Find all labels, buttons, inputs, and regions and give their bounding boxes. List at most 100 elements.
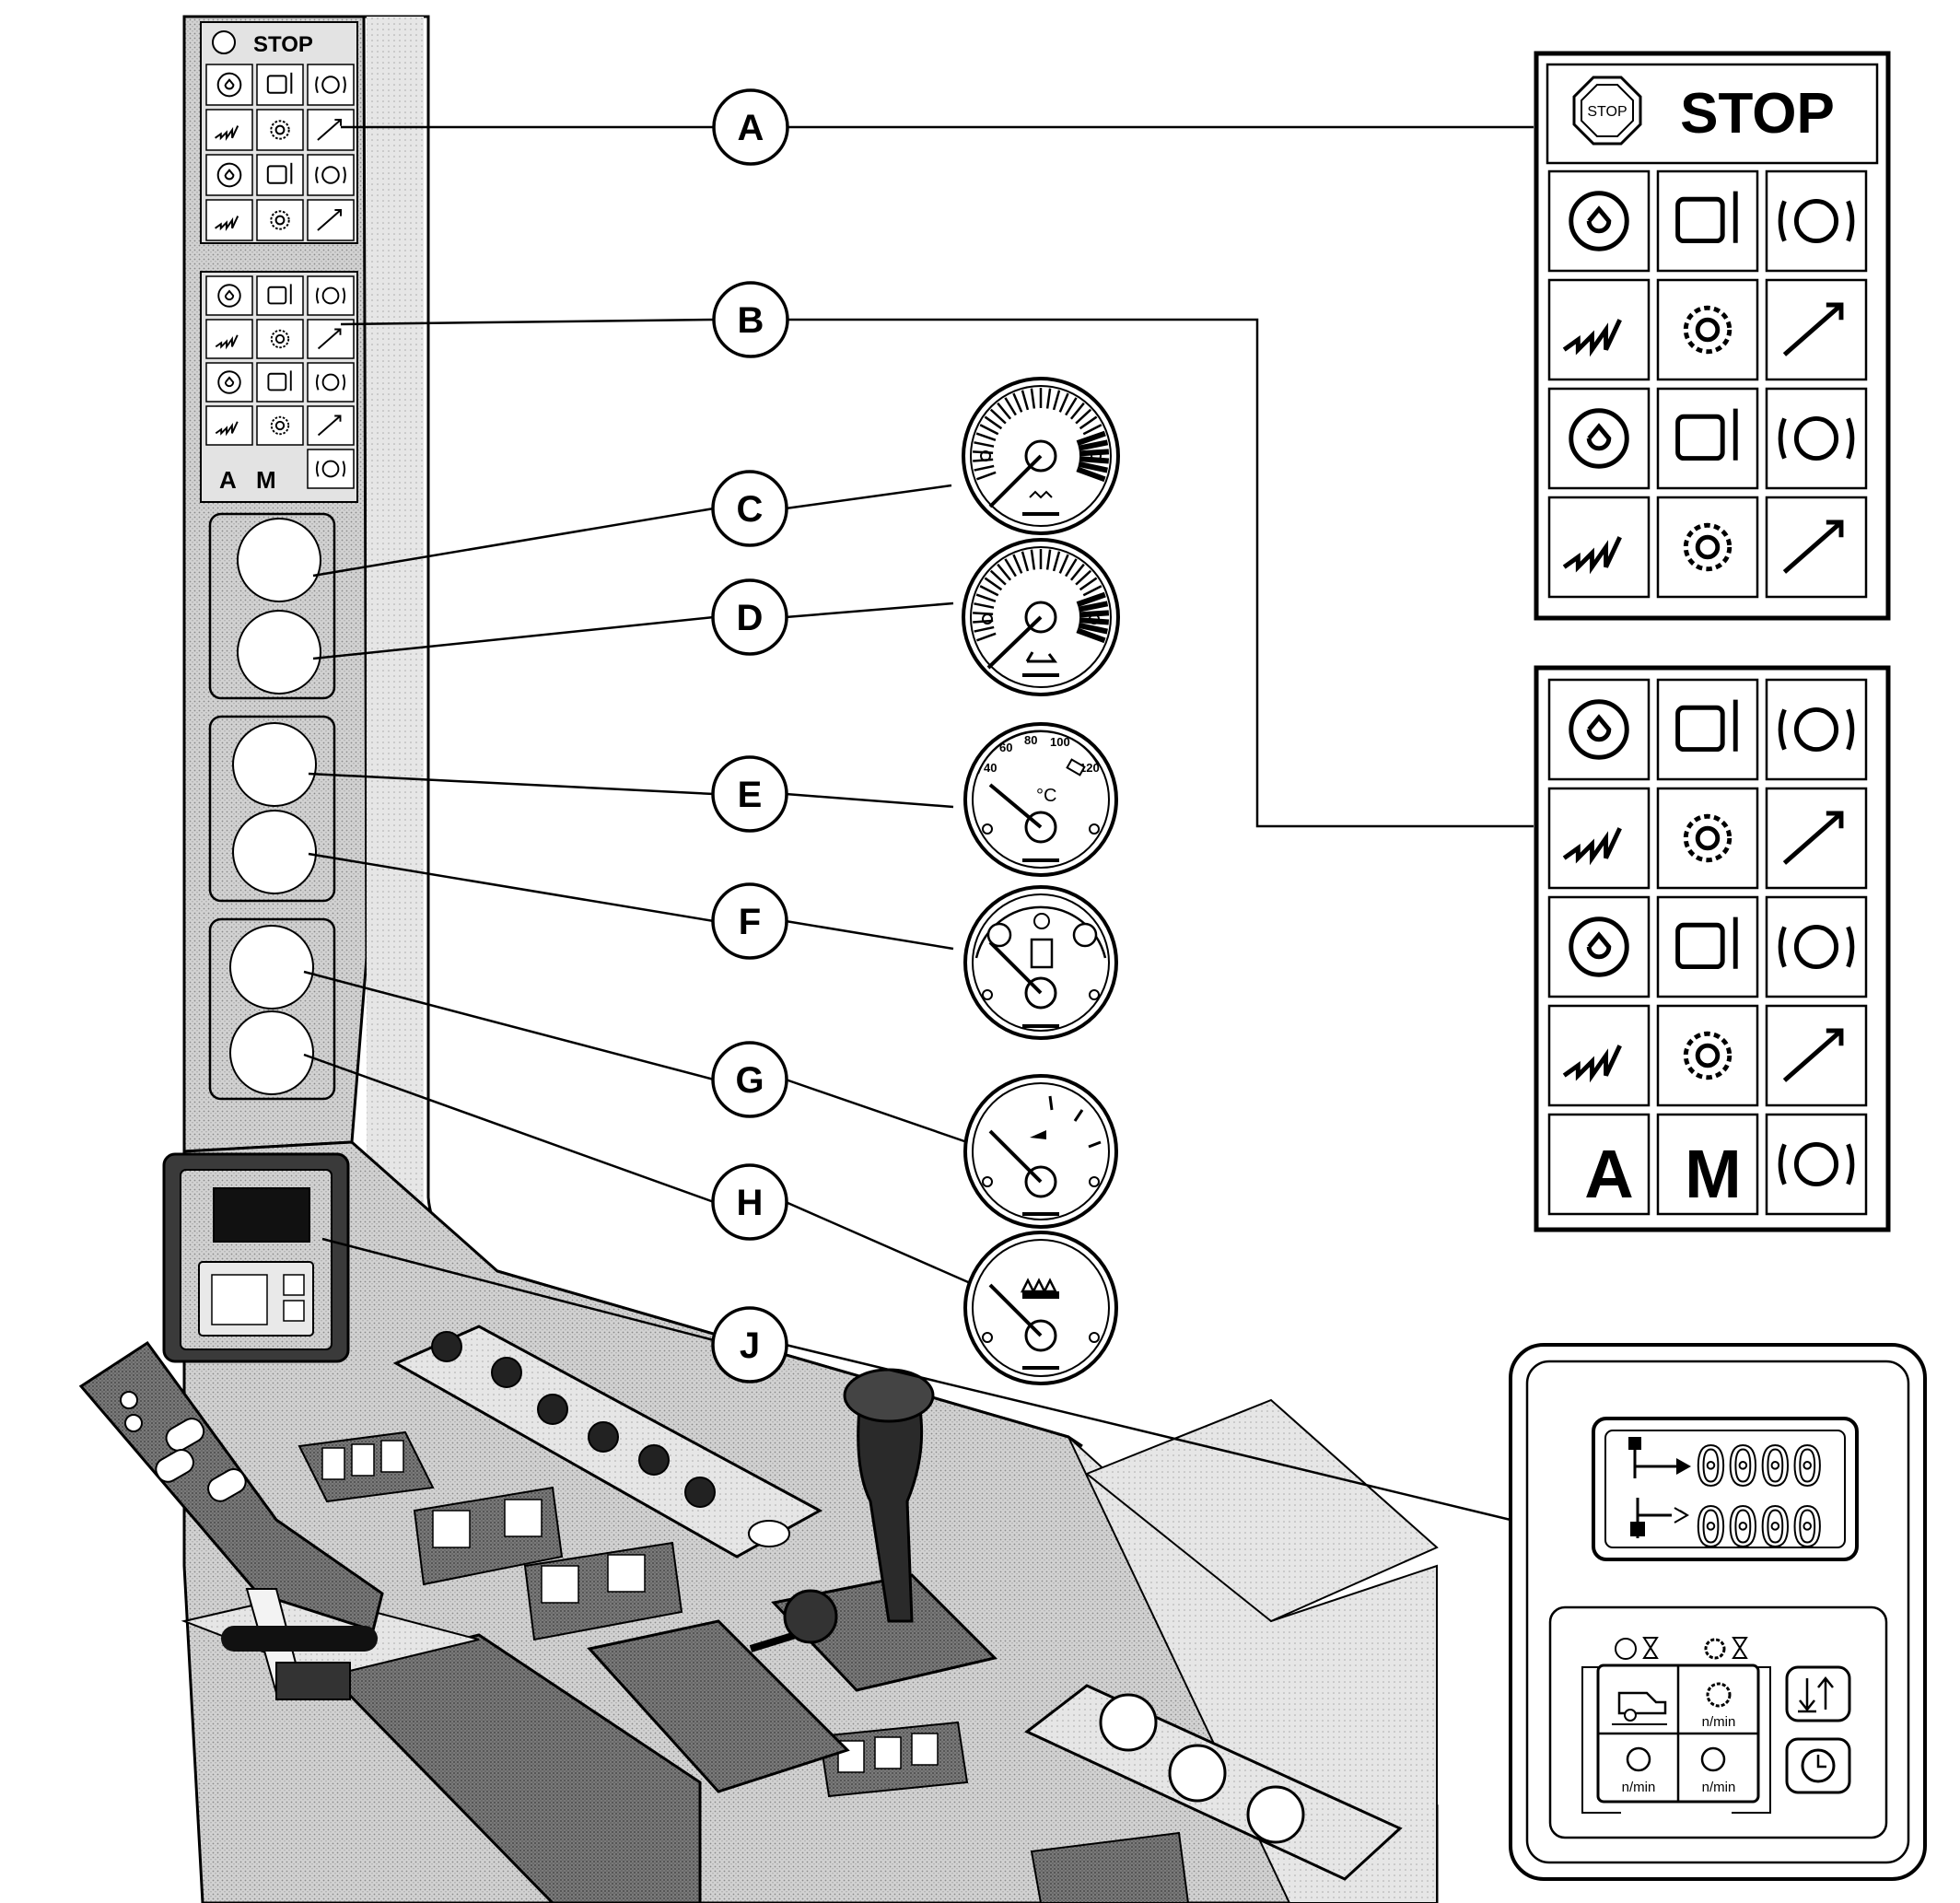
column-gauge-pod-cd — [208, 512, 336, 700]
panel-b-letter-a: A — [1584, 1136, 1633, 1212]
automatic-mode-icon — [1547, 1113, 1651, 1216]
leader-lines — [303, 125, 1534, 1522]
multifunction-lever — [78, 1340, 384, 1701]
header-drive-icon — [256, 199, 304, 241]
monitor-display-top: 0000 — [1695, 1435, 1824, 1498]
warning-panel-a: STOP STOP — [1534, 51, 1891, 621]
callout-g-label: G — [735, 1060, 764, 1101]
return-auger-icon — [307, 154, 355, 196]
hour-meter-key[interactable] — [1785, 1737, 1851, 1794]
gauge-e-tick-40: 40 — [984, 761, 997, 775]
rocker-switch-group-1 — [298, 1430, 435, 1503]
knob-panel — [1024, 1684, 1403, 1881]
fuel-level-icon — [205, 275, 253, 316]
fan-icon — [1025, 651, 1057, 663]
fan-icon-small — [1700, 1746, 1726, 1772]
air-filter-icon — [256, 275, 304, 316]
callout-b: B — [712, 281, 789, 358]
callout-e-label: E — [738, 775, 763, 815]
battery-charge-icon — [307, 319, 355, 359]
parking-brake-icon — [1765, 169, 1868, 273]
column-gauge-pod-gh — [208, 917, 336, 1101]
straw-walker-icon — [307, 109, 355, 151]
elevator-icon — [256, 154, 304, 196]
ground-speed-key[interactable] — [1612, 1691, 1667, 1725]
sieve-chaff-icon — [1547, 387, 1651, 490]
stop-sign-text: STOP — [1587, 104, 1627, 120]
unloading-tube-out-icon — [1547, 1004, 1651, 1107]
drum-icon — [1706, 1682, 1732, 1708]
callout-h: H — [711, 1163, 788, 1241]
engine-speed-key[interactable]: n/min — [1622, 1746, 1656, 1795]
callout-h-label: H — [737, 1183, 764, 1223]
brake-fluid-icon — [1547, 278, 1651, 381]
rocker-switch-group-4 — [818, 1721, 969, 1798]
callout-a: A — [712, 88, 789, 166]
gearbox-oil-temperature-icon — [256, 109, 304, 151]
cab-console-drawing: STOP A M — [78, 15, 1439, 1903]
operator-seat-icon — [1765, 1113, 1868, 1216]
hydraulic-oil-icon — [205, 319, 253, 359]
hydraulic-filter-icon — [256, 319, 304, 359]
air-filter-temperature-icon — [307, 275, 355, 316]
engine-oil-pressure-icon — [1547, 169, 1651, 273]
monitor-j-detail: 0000 0000 n/min — [1509, 1343, 1927, 1881]
engine-icon — [1626, 1746, 1651, 1772]
rocker-switch-group-2 — [413, 1486, 564, 1586]
combine-header-icon — [1656, 1004, 1759, 1107]
rocker-switch-group-3 — [523, 1541, 683, 1641]
gauge-h-transmission-temperature — [963, 1231, 1118, 1385]
straw-walker-icon — [1765, 278, 1868, 381]
gauge-c — [962, 377, 1120, 535]
callout-j: J — [711, 1306, 788, 1383]
travel-arrow-icon — [1676, 1458, 1691, 1475]
callout-c: C — [711, 470, 788, 547]
fan-speed-key[interactable]: n/min — [1700, 1746, 1736, 1795]
engine-speed-unit: n/min — [1622, 1780, 1656, 1795]
grain-tank-unloading-icon — [1547, 496, 1651, 599]
column-panel-a: STOP — [200, 21, 358, 244]
unloading-tube-out-icon — [205, 405, 253, 446]
callout-j-label: J — [740, 1325, 760, 1366]
monitor-display-bottom: 0000 — [1695, 1496, 1824, 1559]
monitor-j-small — [162, 1152, 350, 1363]
unloading-tube-icon — [307, 362, 355, 403]
header-high-icon — [256, 362, 304, 403]
gauge-d — [962, 538, 1120, 696]
oil-can-icon — [1030, 1130, 1046, 1139]
operator-seat-icon — [307, 449, 355, 489]
gauge-e-unit: °C — [1036, 786, 1056, 806]
parking-brake-icon — [307, 64, 355, 106]
pillar-edge — [364, 15, 1083, 1448]
rotary-switch-panel — [392, 1325, 823, 1559]
panel-b-letter-m: M — [1685, 1136, 1742, 1212]
manual-mode-icon — [1656, 1113, 1759, 1216]
column-letter-m: M — [256, 466, 276, 494]
engine-coolant-temperature-icon — [256, 64, 304, 106]
reset-arrows-icon — [1798, 1675, 1834, 1713]
panel-a-stop-text: STOP — [1680, 82, 1835, 146]
gauge-e-tick-80: 80 — [1024, 733, 1037, 747]
callout-d: D — [711, 578, 788, 656]
combine-header-icon — [256, 405, 304, 446]
fuel-level-icon — [1547, 678, 1651, 781]
unloading-tube-icon — [1765, 895, 1868, 998]
air-filter-icon — [1656, 678, 1759, 781]
pillar-side — [367, 17, 479, 1264]
gauge-e-tick-60: 60 — [999, 741, 1012, 754]
gearbox-oil-temperature-icon — [1656, 278, 1759, 381]
rocker-switch-group-5 — [1030, 1831, 1190, 1903]
grain-tank-unloading-icon — [205, 199, 253, 241]
elevator-icon — [1656, 387, 1759, 490]
reset-key[interactable] — [1785, 1665, 1851, 1722]
drum-speed-unit: n/min — [1702, 1714, 1736, 1730]
air-filter-temperature-icon — [1765, 678, 1868, 781]
transmission-icon — [1020, 1278, 1058, 1294]
gauge-g-oil-pressure — [963, 1074, 1118, 1229]
callout-f: F — [711, 882, 788, 960]
sieve-chaff-icon — [205, 154, 253, 196]
column-letter-a: A — [219, 466, 237, 494]
return-auger-icon — [1765, 387, 1868, 490]
gauge-e-coolant-temperature: 40 60 80 100 120 °C — [963, 722, 1118, 877]
drum-speed-key[interactable]: n/min — [1702, 1682, 1736, 1730]
